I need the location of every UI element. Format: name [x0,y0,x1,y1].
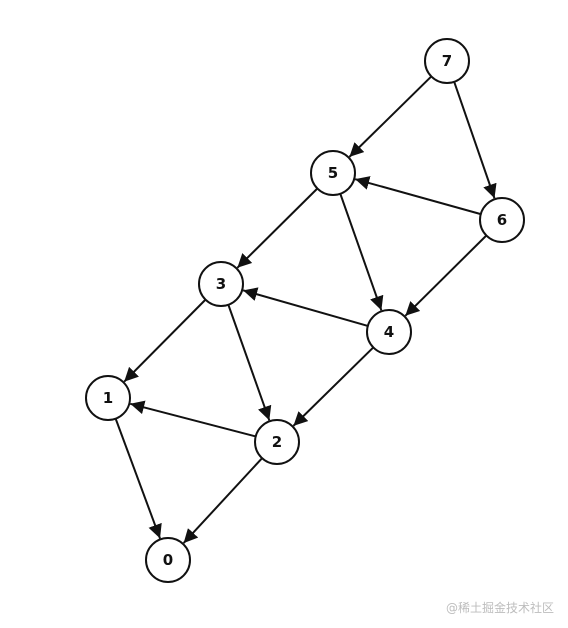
node-circle [479,197,525,243]
node-label: 6 [497,211,507,229]
edge-5-to-3 [236,187,319,269]
nodes-layer: 7 5 6 3 4 1 2 0 [85,38,525,583]
node-circle [310,150,356,196]
node-circle [424,38,470,84]
edge-1-to-0 [114,418,162,539]
node-circle [85,375,131,421]
node-2: 2 [254,419,300,465]
edge-7-to-5 [348,75,433,158]
node-label: 3 [216,275,226,293]
node-3: 3 [198,261,244,307]
node-label: 4 [384,323,394,341]
node-label: 7 [442,52,452,70]
edge-6-to-5 [354,176,482,216]
node-label: 0 [163,551,173,569]
edge-2-to-0 [182,457,263,544]
node-circle [366,309,412,355]
edge-4-to-3 [242,287,369,327]
watermark: @稀土掘金技术社区 [445,601,554,615]
node-4: 4 [366,309,412,355]
edge-2-to-1 [130,400,256,438]
edge-3-to-2 [227,304,272,421]
node-label: 5 [328,164,338,182]
node-0: 0 [145,537,191,583]
node-1: 1 [85,375,131,421]
node-circle [198,261,244,307]
edge-6-to-4 [404,234,488,317]
node-5: 5 [310,150,356,196]
edge-4-to-2 [292,346,375,427]
edge-5-to-4 [339,193,384,311]
node-7: 7 [424,38,470,84]
edges-layer [114,75,497,544]
node-circle [145,537,191,583]
node-6: 6 [479,197,525,243]
node-label: 2 [272,433,282,451]
node-label: 1 [103,389,113,407]
edge-3-to-1 [123,298,207,383]
node-circle [254,419,300,465]
edge-7-to-6 [453,81,497,199]
